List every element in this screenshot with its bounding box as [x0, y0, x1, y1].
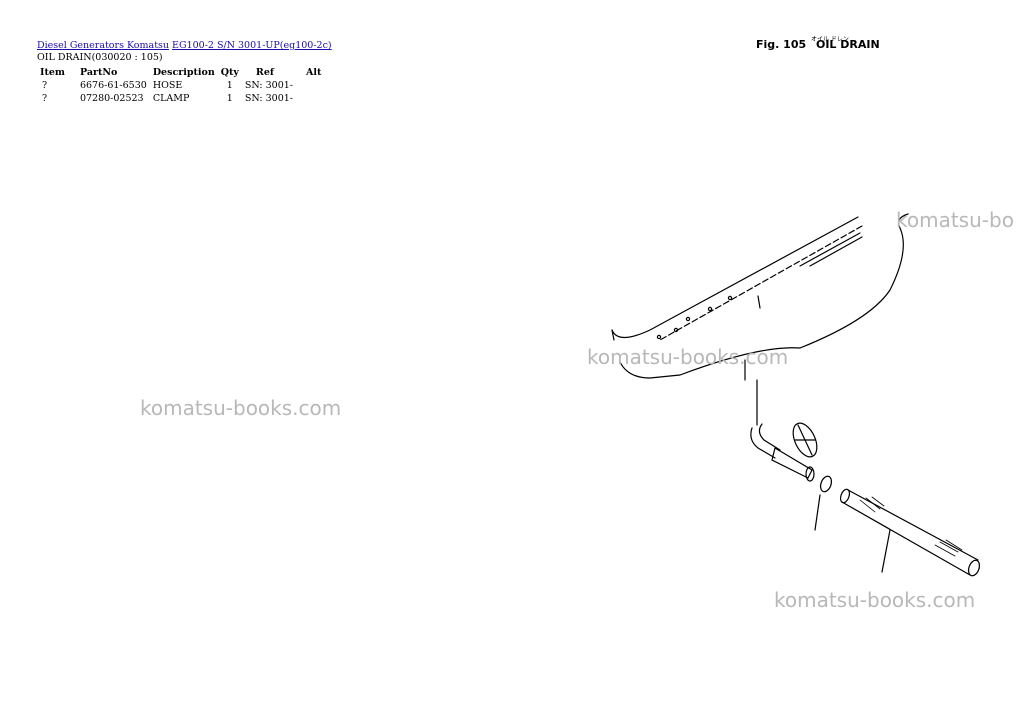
cell-ref: SN: 3001-	[244, 93, 294, 104]
clamp	[819, 475, 833, 493]
hose-leader-line	[881, 529, 891, 573]
column-header-partno: PartNo	[79, 67, 118, 78]
valve-body	[771, 447, 813, 479]
bolt-hole	[673, 327, 679, 333]
drain-plug-mark	[757, 295, 761, 309]
watermark: komatsu-books.com	[774, 588, 976, 612]
cell-qty: 1	[226, 93, 233, 104]
hose-end-right	[967, 559, 981, 577]
section-title: OIL DRAIN(030020 : 105)	[37, 52, 163, 63]
breadcrumb-link-model[interactable]: EG100-2 S/N 3001-UP(eg100-2c)	[172, 40, 332, 51]
column-header-qty: Qty	[220, 67, 239, 78]
parts-table: Item PartNo Description Qty Ref Alt ? 66…	[37, 66, 324, 105]
figure-title: オイル ドレン Fig. 105 OIL DRAIN	[756, 36, 880, 51]
figure-name: OIL DRAIN	[815, 38, 880, 51]
handwheel	[792, 422, 818, 458]
oil-pan-corner	[611, 329, 615, 341]
column-header-description: Description	[152, 67, 215, 78]
figure-title-kana: オイル ドレン	[811, 36, 849, 43]
oil-pan-rib-2	[809, 236, 863, 267]
hose-top-edge	[847, 489, 979, 561]
cell-qty: 1	[226, 80, 233, 91]
breadcrumb-link-diesel-generators[interactable]: Diesel Generators Komatsu	[37, 40, 170, 51]
valve-outlet	[805, 466, 815, 482]
watermark: komatsu-bo	[896, 208, 1014, 232]
hose-hatch-2	[934, 539, 963, 557]
breadcrumb: Diesel Generators Komatsu EG100-2 S/N 30…	[37, 40, 332, 51]
hose-end-left	[839, 488, 851, 504]
handwheel-spokes	[794, 424, 816, 456]
table-row: ? 07280-02523 CLAMP 1 SN: 3001-	[37, 92, 324, 105]
cell-description: CLAMP	[152, 93, 190, 104]
cell-partno: 6676-61-6530	[79, 80, 147, 91]
valve-elbow	[750, 427, 776, 459]
cell-description: HOSE	[152, 80, 183, 91]
oil-pan-bottom-left	[619, 361, 681, 379]
figure-number: Fig. 105	[756, 38, 807, 51]
cell-item: ?	[42, 80, 48, 91]
oil-pan-upper-edge	[611, 216, 859, 339]
watermark: komatsu-books.com	[140, 396, 342, 420]
column-header-alt: Alt	[306, 67, 322, 78]
cell-item: ?	[42, 93, 48, 104]
clamp-leader-line	[814, 494, 821, 531]
bolt-hole	[727, 295, 733, 301]
watermark: komatsu-books.com	[587, 345, 789, 369]
column-header-item: Item	[40, 67, 65, 78]
bolt-hole	[707, 306, 713, 312]
column-header-ref: Ref	[255, 67, 274, 78]
valve-elbow-inner	[758, 423, 781, 451]
oil-pan-rib-1	[799, 232, 861, 267]
oil-pan-bottom	[679, 347, 801, 376]
bolt-hole	[685, 316, 691, 322]
oil-pan-side	[799, 213, 909, 349]
cell-ref: SN: 3001-	[244, 80, 294, 91]
hose-bottom-edge	[841, 501, 971, 576]
hose-hatch-1	[859, 496, 885, 513]
oil-pan-flange	[659, 225, 863, 341]
parts-table-header-row: Item PartNo Description Qty Ref Alt	[37, 66, 324, 79]
table-row: ? 6676-61-6530 HOSE 1 SN: 3001-	[37, 79, 324, 92]
bolt-hole	[656, 334, 662, 340]
cell-partno: 07280-02523	[79, 93, 144, 104]
